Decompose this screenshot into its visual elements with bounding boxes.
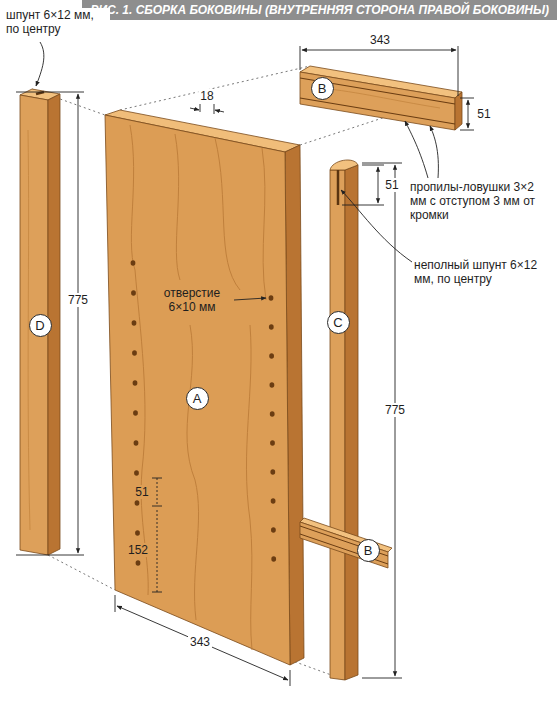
part-callout: C xyxy=(327,311,350,334)
part-letter: B xyxy=(364,544,373,557)
part-letter: B xyxy=(318,82,327,95)
part-callout: A xyxy=(186,387,209,410)
note-label: неполный шпунт 6×12 мм, по центру xyxy=(414,258,552,286)
part-b-top xyxy=(300,66,462,130)
shelf-pin-hole xyxy=(270,411,275,417)
shelf-pin-hole xyxy=(270,382,275,388)
part-callout: B xyxy=(311,77,334,100)
part-b-bottom xyxy=(300,518,392,568)
dimension-label: 152 xyxy=(126,543,150,557)
panel-a xyxy=(105,110,304,665)
part-letter: C xyxy=(333,316,342,329)
shelf-pin-hole xyxy=(134,470,139,476)
shelf-pin-hole xyxy=(131,260,136,266)
shelf-pin-hole xyxy=(133,410,138,416)
dimension-label: 51 xyxy=(133,485,150,499)
shelf-pin-hole xyxy=(134,440,139,446)
shelf-pin-hole xyxy=(131,290,136,296)
shelf-pin-hole xyxy=(132,350,137,356)
shelf-pin-hole xyxy=(269,295,274,301)
dimension-label: 18 xyxy=(198,89,215,103)
part-letter: A xyxy=(193,392,202,405)
shelf-pin-hole xyxy=(132,320,137,326)
note-label: пропилы-ловушки 3×2 мм с отступом 3 мм о… xyxy=(410,180,552,222)
shelf-pin-hole xyxy=(135,530,140,536)
shelf-pin-hole xyxy=(270,440,275,446)
shelf-pin-hole xyxy=(136,560,141,566)
shelf-pin-hole xyxy=(133,380,138,386)
shelf-pin-hole xyxy=(271,556,276,562)
part-callout: D xyxy=(29,314,52,337)
part-d xyxy=(20,89,60,555)
dimension-label: 775 xyxy=(66,293,90,307)
dimension-label: 51 xyxy=(475,107,492,121)
shelf-pin-hole xyxy=(135,500,140,506)
dimension-label: 775 xyxy=(383,403,407,417)
part-letter: D xyxy=(35,319,44,332)
dimension-label: 51 xyxy=(383,178,400,192)
dimension-label: 343 xyxy=(188,635,212,649)
shelf-pin-hole xyxy=(269,353,274,359)
shelf-pin-hole xyxy=(270,469,275,475)
shelf-pin-hole xyxy=(269,324,274,330)
part-callout: B xyxy=(357,539,380,562)
shelf-pin-hole xyxy=(271,527,276,533)
note-label: отверстие 6×10 мм xyxy=(150,286,234,314)
note-label: шпунт 6×12 мм, по центру xyxy=(6,8,110,36)
part-c xyxy=(330,160,358,680)
shelf-pin-hole xyxy=(271,498,276,504)
figure-title: РИС. 1. СБОРКА БОКОВИНЫ (ВНУТРЕННЯЯ СТОР… xyxy=(82,0,557,20)
dimension-label: 343 xyxy=(368,33,392,47)
